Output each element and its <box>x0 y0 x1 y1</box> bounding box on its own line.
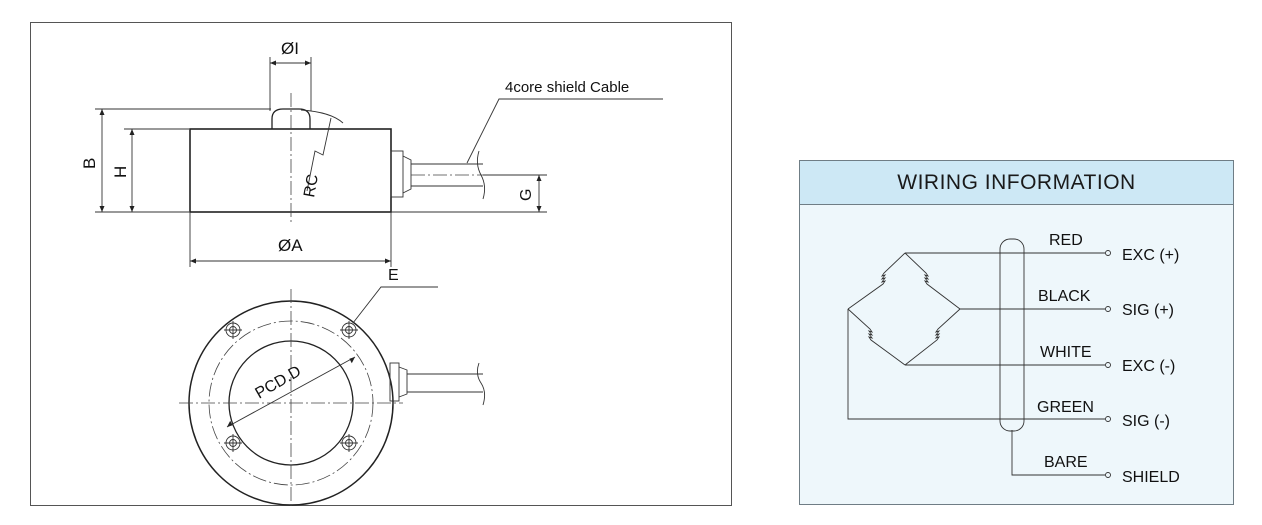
wire-bare <box>1011 430 1105 476</box>
terminal-1 <box>1105 250 1111 256</box>
cable-gland-nut-top <box>398 366 408 398</box>
rc-label: RC <box>301 173 322 199</box>
loading-button <box>271 108 311 129</box>
mounting-hole-tr <box>340 321 358 339</box>
terminal-4 <box>1105 416 1111 422</box>
resistor-bottom-right <box>904 308 961 366</box>
cable-top-view-break <box>476 362 486 406</box>
resistor-top-left <box>847 252 906 310</box>
wire-signal-label: SIG (+) <box>1122 302 1174 319</box>
cable-gland <box>390 150 404 198</box>
terminal-5 <box>1105 472 1111 478</box>
mounting-hole-bl <box>224 434 242 452</box>
mounting-hole-tl <box>224 321 242 339</box>
terminal-2 <box>1105 306 1111 312</box>
wiring-information-panel: WIRING INFORMATION <box>799 160 1234 505</box>
wire-color-label: GREEN <box>1037 399 1094 416</box>
dimension-drawing-panel: 4core shield Cable ØI B H RC G ØA <box>30 22 732 507</box>
wire-signal-label: EXC (+) <box>1122 247 1179 264</box>
mounting-hole-br <box>340 434 358 452</box>
cable-shield <box>999 238 1025 432</box>
wire-color-label: BLACK <box>1038 288 1091 305</box>
load-cell-body-side <box>189 128 392 213</box>
wire-signal-label: EXC (-) <box>1122 358 1175 375</box>
cable-leader-line <box>466 98 663 164</box>
wheatstone-bridge <box>847 252 961 366</box>
cable-break <box>476 150 486 200</box>
wire-color-label: RED <box>1049 232 1083 249</box>
pcd-label: PCD.D <box>253 363 305 403</box>
wiring-diagram: RED BLACK WHITE GREEN BARE EXC (+) SIG (… <box>800 205 1233 504</box>
resistor-bottom-left <box>847 308 906 366</box>
dimension-drawing: 4core shield Cable ØI B H RC G ØA <box>80 39 663 507</box>
cable-gland-top <box>389 362 400 402</box>
wire-color-label: BARE <box>1044 454 1088 471</box>
dim-g-label: G <box>518 189 535 201</box>
dim-a-label: ØA <box>278 236 303 255</box>
wire-signal-label: SIG (-) <box>1122 413 1170 430</box>
resistor-top-right <box>904 252 961 310</box>
wire-color-label: WHITE <box>1040 344 1092 361</box>
rc-leader-line <box>306 117 332 192</box>
wiring-title: WIRING INFORMATION <box>800 161 1233 205</box>
pcd-dimension-line <box>226 356 356 428</box>
e-leader-line <box>352 286 438 324</box>
cable-label: 4core shield Cable <box>505 79 629 96</box>
terminal-3 <box>1105 362 1111 368</box>
cable-gland-nut <box>402 155 412 194</box>
wiring-schematic: RED BLACK WHITE GREEN BARE EXC (+) SIG (… <box>847 232 1180 486</box>
dim-i-label: ØI <box>281 39 299 58</box>
e-label: E <box>388 267 399 284</box>
wire-signal-label: SHIELD <box>1122 469 1180 486</box>
dim-b-label: B <box>80 158 99 169</box>
dim-h-label: H <box>111 166 130 178</box>
radius-arc <box>300 109 344 124</box>
